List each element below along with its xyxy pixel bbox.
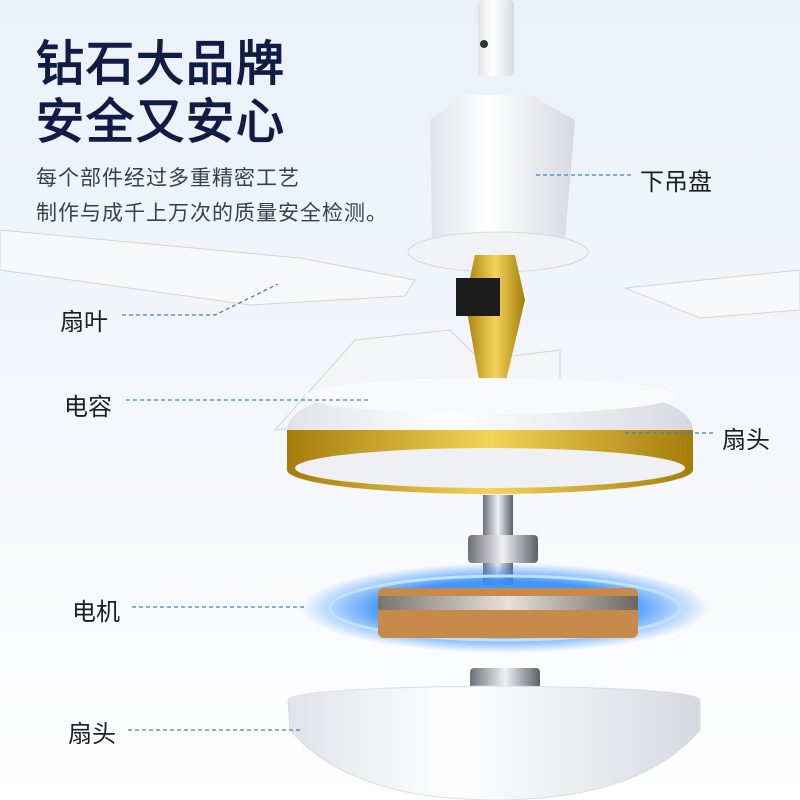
headline-line2: 安全又安心 <box>36 94 287 150</box>
leader-lines <box>122 174 716 731</box>
description-line1: 每个部件经过多重精密工艺 <box>36 166 300 190</box>
label-capacitor: 电容 <box>64 393 112 421</box>
downrod <box>478 0 514 76</box>
label-motor: 电机 <box>72 598 120 626</box>
fan-blade-left <box>0 229 416 306</box>
fan-head-bottom <box>287 685 701 800</box>
label-head-top: 扇头 <box>722 426 770 454</box>
headline-line1: 钻石大品牌 <box>36 36 287 92</box>
label-head-bottom: 扇头 <box>68 720 116 748</box>
rod-hole <box>480 40 488 48</box>
label-canopy: 下吊盘 <box>640 168 712 196</box>
capacitor <box>456 278 500 316</box>
canopy <box>430 95 575 240</box>
fan-blade-right <box>624 269 800 319</box>
label-blade: 扇叶 <box>60 308 108 336</box>
description-line2: 制作与成千上万次的质量安全检测。 <box>36 201 388 225</box>
motor <box>378 588 638 638</box>
